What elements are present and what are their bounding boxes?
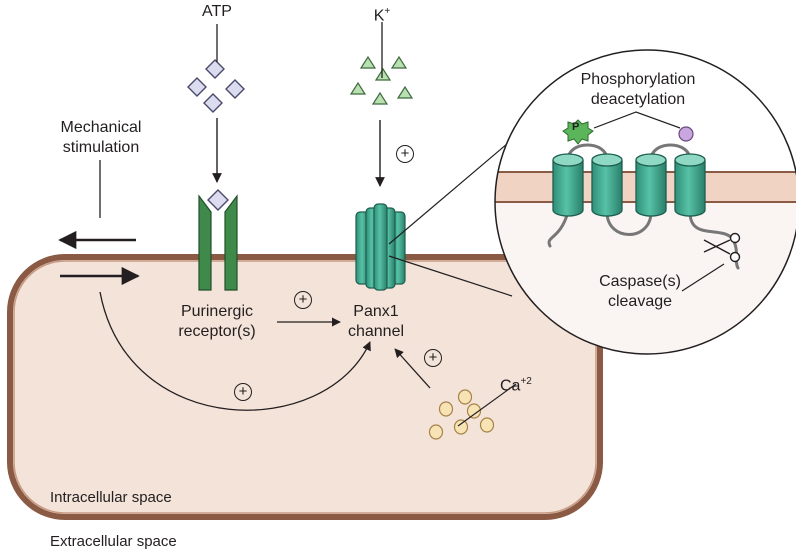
scissors-icon: [703, 232, 741, 263]
plus-badge-calcium: +: [424, 349, 442, 367]
potassium-label: K+: [373, 6, 391, 25]
intracellular-space-label: Intracellular space: [50, 489, 172, 506]
zoom-circle: [494, 49, 796, 355]
phosphate-label: P: [572, 121, 580, 133]
phosphate-group: [562, 119, 594, 145]
transmembrane-helices: [552, 153, 706, 217]
plus-badge-mechanical: +: [234, 383, 252, 401]
plus-badge-potassium: +: [396, 145, 414, 163]
purinergic-receptor: [198, 189, 238, 291]
atp-label: ATP: [202, 3, 232, 20]
calcium-ions: [428, 389, 495, 440]
panx1-channel: [355, 203, 406, 291]
acetyl-dot: [678, 126, 694, 142]
cell-body: [7, 254, 603, 520]
extracellular-space-label: Extracellular space: [50, 533, 177, 550]
calcium-label: Ca+2: [500, 376, 532, 395]
atp-molecules: [187, 59, 245, 113]
caspase-cleavage-label: Caspase(s)cleavage: [599, 273, 681, 310]
plus-badge-receptor: +: [294, 291, 312, 309]
potassium-ions: [349, 55, 414, 105]
